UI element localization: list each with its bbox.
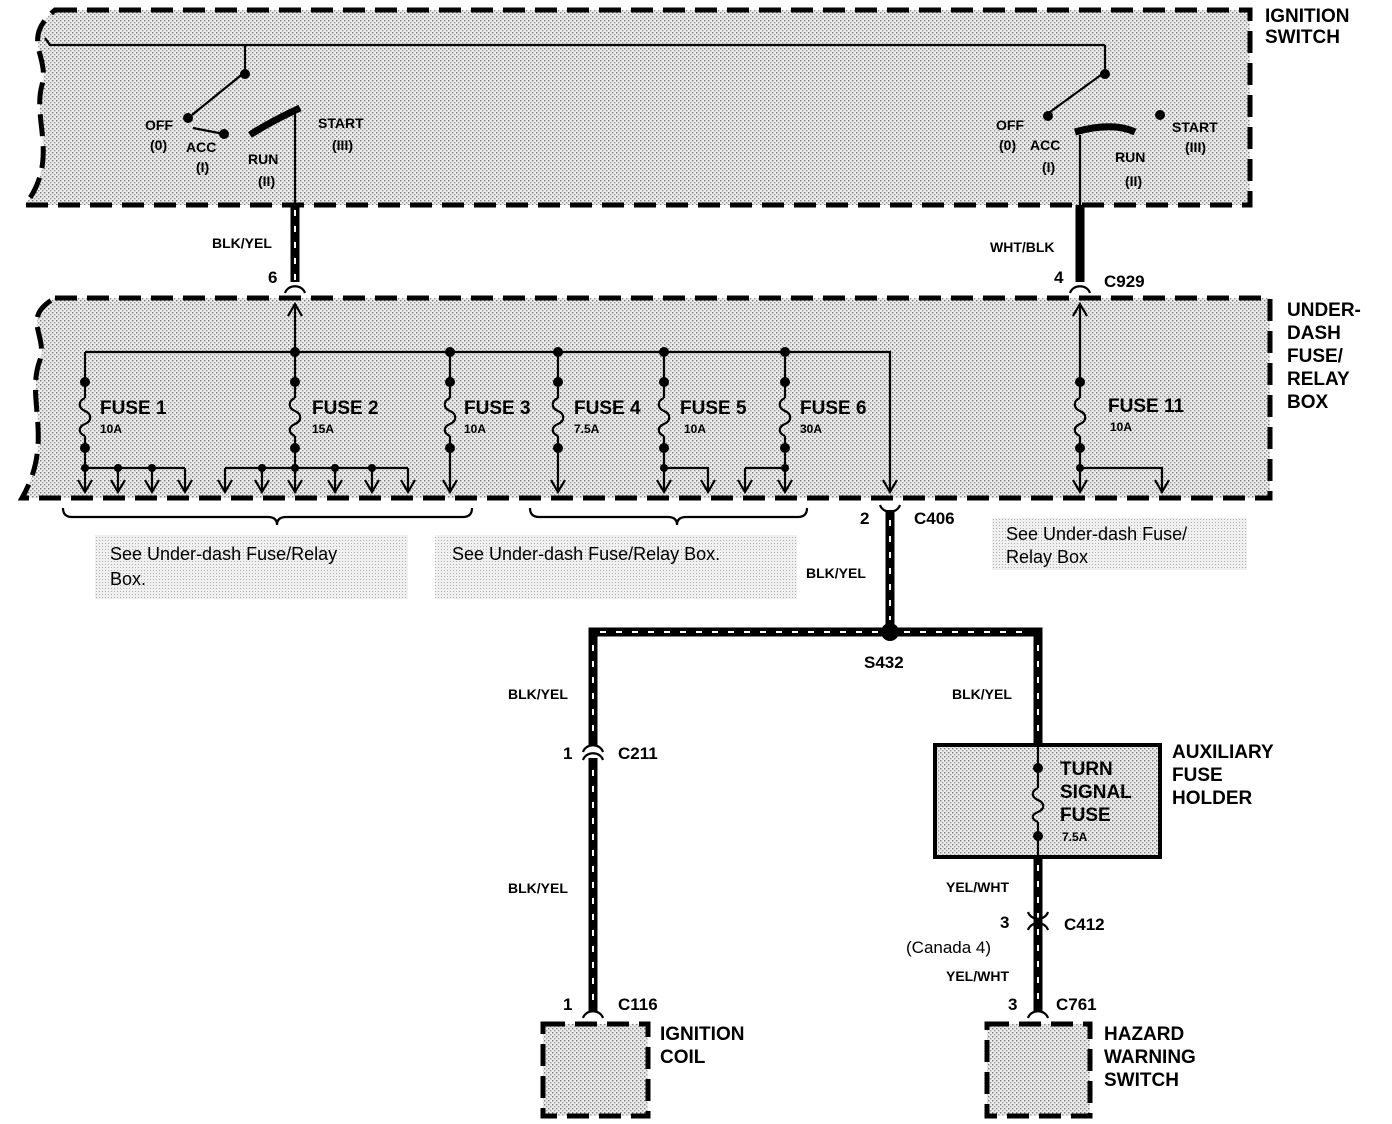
right-off-number: (0) (999, 137, 1016, 153)
left-off-label: OFF (145, 117, 173, 133)
hazard-label-3: SWITCH (1104, 1070, 1179, 1091)
fuse-1-name: FUSE 1 (100, 398, 167, 419)
left-acc-number: (I) (196, 159, 209, 175)
auxiliary-fuse-holder-box (933, 743, 1162, 859)
turn-signal-fuse-label-1: TURN (1060, 759, 1113, 780)
fuse-4-name: FUSE 4 (574, 398, 641, 419)
c406-connector (878, 504, 902, 632)
left-off-number: (0) (150, 137, 167, 153)
right-acc-number: (I) (1042, 159, 1055, 175)
fuse-3-rating: 10A (464, 422, 486, 436)
c406-pin-label: 2 (860, 509, 869, 528)
pin-4-label: 4 (1054, 268, 1064, 287)
fusebox-braces (61, 507, 809, 526)
turn-signal-fuse (1031, 745, 1045, 857)
fuse-2-rating: 15A (312, 422, 334, 436)
c116-label: C116 (618, 995, 658, 1014)
fuse-11-rating: 10A (1110, 420, 1132, 434)
fusebox-internal-wiring (77, 301, 1170, 495)
left-start-number: (III) (332, 137, 353, 153)
note-middle: See Under-dash Fuse/Relay Box. (452, 544, 720, 564)
hazard-label-1: HAZARD (1104, 1024, 1184, 1045)
c929-label: C929 (1104, 272, 1145, 291)
ignition-switch-title-1: IGNITION (1265, 6, 1349, 27)
c412-pin-label: 3 (1000, 913, 1009, 932)
ignition-coil-box (540, 1021, 651, 1119)
fuse-11-name: FUSE 11 (1108, 396, 1184, 417)
fuse-5-rating: 10A (684, 422, 706, 436)
fuse-6-rating: 30A (800, 422, 822, 436)
turn-signal-fuse-rating: 7.5A (1062, 830, 1088, 844)
c761-label: C761 (1056, 995, 1097, 1014)
note-left-line-2: Box. (110, 569, 146, 589)
c211-c116-wire-label: BLK/YEL (508, 880, 568, 896)
fusebox-title-2: DASH (1287, 323, 1341, 344)
s432-splice-wiring (588, 623, 1043, 745)
fuse-3-name: FUSE 3 (464, 398, 531, 419)
fusebox-title-3: FUSE/ (1287, 346, 1344, 367)
right-off-label: OFF (996, 117, 1024, 133)
fuse-4-rating: 7.5A (574, 422, 600, 436)
aux-out-wire-label: YEL/WHT (946, 879, 1009, 895)
right-start-label: START (1172, 119, 1218, 135)
left-acc-label: ACC (186, 139, 216, 155)
note-right-bg (992, 518, 1247, 570)
under-dash-fuse-relay-box (17, 295, 1273, 501)
ignition-switch-box (19, 7, 1253, 208)
left-switch-wire-label: BLK/YEL (212, 235, 272, 251)
right-switch-wire-label: WHT/BLK (990, 239, 1055, 255)
note-left-line-1: See Under-dash Fuse/Relay (110, 544, 337, 564)
fusebox-title-4: RELAY (1287, 369, 1350, 390)
c412-label: C412 (1064, 915, 1105, 934)
right-run-label: RUN (1115, 149, 1145, 165)
aux-fuse-holder-title-3: HOLDER (1172, 788, 1253, 809)
ignition-switch-title-2: SWITCH (1265, 27, 1340, 48)
fusebox-title-1: UNDER- (1287, 300, 1361, 321)
ignition-coil-branch (581, 744, 605, 1019)
c412-canada-label: (Canada 4) (906, 938, 991, 957)
switch-to-fusebox-wires (283, 205, 1092, 294)
right-acc-label: ACC (1030, 137, 1060, 153)
fuse-1-rating: 10A (100, 422, 122, 436)
ignition-coil-label-1: IGNITION (660, 1024, 744, 1045)
turn-signal-fuse-label-2: SIGNAL (1060, 782, 1132, 803)
hazard-label-2: WARNING (1104, 1047, 1196, 1068)
right-run-number: (II) (1125, 173, 1142, 189)
hazard-warning-switch-box (984, 1021, 1093, 1119)
note-middle-bg (435, 535, 797, 599)
left-run-number: (II) (258, 173, 275, 189)
note-right-line-2: Relay Box (1006, 547, 1088, 567)
note-left-bg (95, 535, 408, 599)
turn-signal-fuse-label-3: FUSE (1060, 805, 1111, 826)
c116-pin-label: 1 (563, 995, 572, 1014)
ignition-switch-internal-wiring (44, 37, 1165, 205)
right-start-number: (III) (1185, 139, 1206, 155)
c211-label: C211 (618, 744, 658, 763)
hazard-switch-branch (1026, 857, 1050, 1019)
right-branch-wire-label: BLK/YEL (952, 686, 1012, 702)
ignition-coil-label-2: COIL (660, 1047, 706, 1068)
c761-pin-label: 3 (1008, 995, 1017, 1014)
s432-label: S432 (864, 653, 904, 672)
fuse-5-name: FUSE 5 (680, 398, 747, 419)
fuse-2-name: FUSE 2 (312, 398, 379, 419)
left-run-label: RUN (248, 151, 278, 167)
c412-c761-wire-label: YEL/WHT (946, 968, 1009, 984)
fuse-6-name: FUSE 6 (800, 398, 867, 419)
left-start-label: START (318, 115, 364, 131)
note-right-line-1: See Under-dash Fuse/ (1006, 524, 1187, 544)
aux-fuse-holder-title-1: AUXILIARY (1172, 742, 1274, 763)
left-branch-wire-label: BLK/YEL (508, 686, 568, 702)
fusebox-title-5: BOX (1287, 392, 1329, 413)
c211-pin-label: 1 (563, 744, 572, 763)
c406-label: C406 (914, 509, 955, 528)
aux-fuse-holder-title-2: FUSE (1172, 765, 1223, 786)
c406-wire-label: BLK/YEL (806, 565, 866, 581)
pin-6-label: 6 (268, 268, 277, 287)
